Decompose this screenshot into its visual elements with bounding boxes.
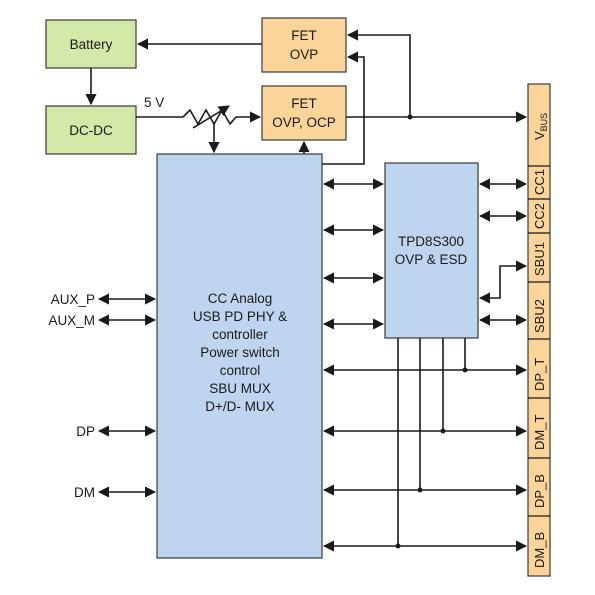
fet-ovp-line-1: FET: [291, 28, 317, 43]
fet-ovp-ocp-block: FET OVP, OCP: [261, 85, 347, 141]
controller-tpd-links: [322, 178, 385, 330]
usb-c-connector: VBUS CC1 CC2 SBU1 SBU2 DP_T DM_T DP_B DM…: [527, 83, 551, 577]
vbus-label: VBUS: [532, 113, 549, 140]
tpd-line-1: TPD8S300: [398, 234, 464, 249]
fet-ovp-line-2: OVP: [290, 47, 319, 62]
pin-dp-b: DP_B: [532, 474, 547, 508]
tpd-connector-links: [478, 178, 528, 326]
pin-cc1: CC1: [532, 169, 547, 195]
aux-p-label: AUX_P: [51, 292, 95, 307]
pin-dm-t: DM_T: [532, 415, 547, 450]
dcdc-block: DC-DC: [45, 105, 137, 155]
fet-ovp-ocp-line-1: FET: [291, 96, 317, 111]
controller-line-5: control: [220, 363, 261, 378]
pin-sbu2: SBU2: [532, 299, 547, 333]
controller-line-6: SBU MUX: [209, 381, 271, 396]
pin-dm-b: DM_B: [532, 532, 547, 568]
dm-label: DM: [74, 485, 95, 500]
battery-block: Battery: [45, 19, 137, 69]
five-volt-label: 5 V: [144, 95, 164, 110]
controller-block: CC Analog USB PD PHY & controller Power …: [156, 153, 323, 559]
controller-line-4: Power switch: [200, 345, 280, 360]
tpd-line-2: OVP & ESD: [395, 252, 468, 267]
aux-m-label: AUX_M: [48, 313, 95, 328]
left-signals: AUX_P AUX_M DP DM: [48, 292, 157, 500]
pin-dp-t: DP_T: [532, 358, 547, 391]
controller-line-1: CC Analog: [208, 291, 273, 306]
power-wires: [85, 29, 528, 165]
data-lines: [322, 338, 528, 552]
battery-label: Battery: [70, 37, 113, 52]
pin-sbu1: SBU1: [532, 242, 547, 276]
controller-line-2: USB PD PHY &: [193, 309, 287, 324]
dcdc-label: DC-DC: [69, 123, 113, 138]
controller-line-7: D+/D- MUX: [205, 399, 274, 414]
fet-ovp-block: FET OVP: [261, 17, 347, 73]
pin-cc2: CC2: [532, 203, 547, 229]
dp-label: DP: [76, 424, 95, 439]
controller-line-3: controller: [212, 327, 268, 342]
tpd-block: TPD8S300 OVP & ESD: [384, 162, 479, 339]
fet-ovp-ocp-line-2: OVP, OCP: [272, 115, 336, 130]
